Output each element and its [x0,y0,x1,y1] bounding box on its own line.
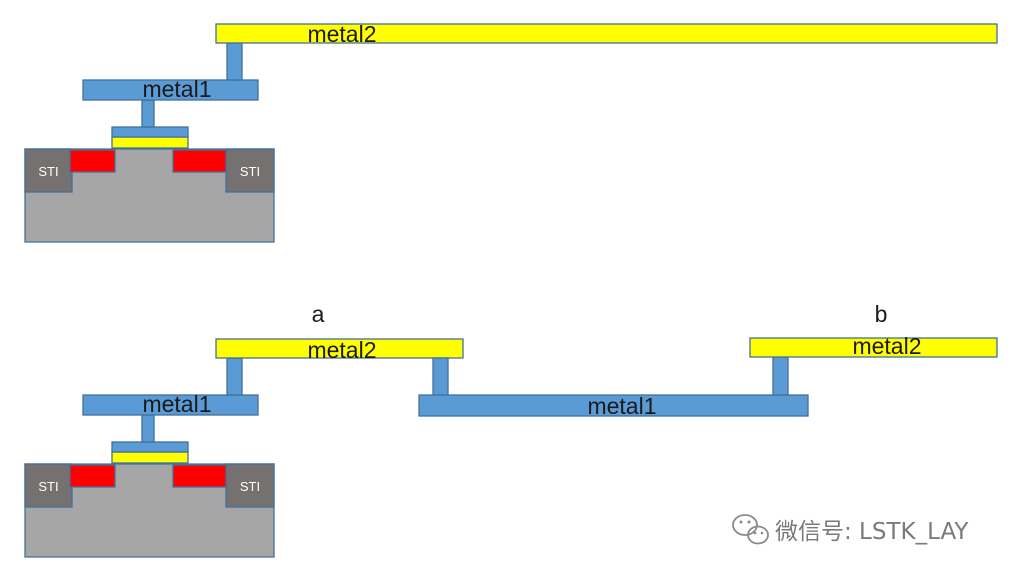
top-sti-right-label: STI [240,164,260,179]
bottom-via-jumper-right [772,356,789,396]
bottom-metal1-device [82,394,259,416]
top-gate-poly [111,126,189,138]
top-sti-left-label: STI [38,164,58,179]
top-metal2 [215,23,998,44]
top-metal1-label: metal1 [142,76,211,102]
bottom-gate-contact [141,414,155,443]
bottom-via-device [226,357,243,396]
bottom-metal1-jumper [418,394,809,417]
bottom-gate-poly [111,441,189,453]
bottom-metal1-device-label: metal1 [142,391,211,417]
bottom-metal1-jumper-label: metal1 [587,393,656,419]
top-metal1 [82,79,259,101]
bottom-via-jumper-left [432,357,449,396]
top-source-region [69,149,116,173]
bottom-sti-left [24,463,73,508]
node-a-label: a [312,301,325,327]
bottom-sti-right-label: STI [240,479,260,494]
watermark: 微信号: LSTK_LAY [732,514,969,545]
bottom-metal2-b [749,337,998,358]
bottom-structure: STI STI metal1 metal2 a metal1 metal2 b [24,301,998,558]
bottom-sti-right [225,463,275,508]
bottom-gate-oxide [111,451,189,464]
top-gate-contact [141,99,155,128]
bottom-drain-region [172,464,227,488]
wechat-icon [732,514,769,545]
bottom-metal2-a [215,338,464,359]
bottom-source-region [69,464,116,488]
bottom-metal2-a-label: metal2 [307,337,376,363]
top-via [226,42,243,81]
bottom-metal2-b-label: metal2 [852,333,921,359]
top-structure: STI STI metal1 metal2 [24,21,998,243]
top-gate-oxide [111,136,189,149]
top-drain-region [172,149,227,173]
bottom-sti-left-label: STI [38,479,58,494]
node-b-label: b [875,301,888,327]
watermark-text: 微信号: LSTK_LAY [775,519,969,545]
top-metal2-label: metal2 [307,21,376,47]
